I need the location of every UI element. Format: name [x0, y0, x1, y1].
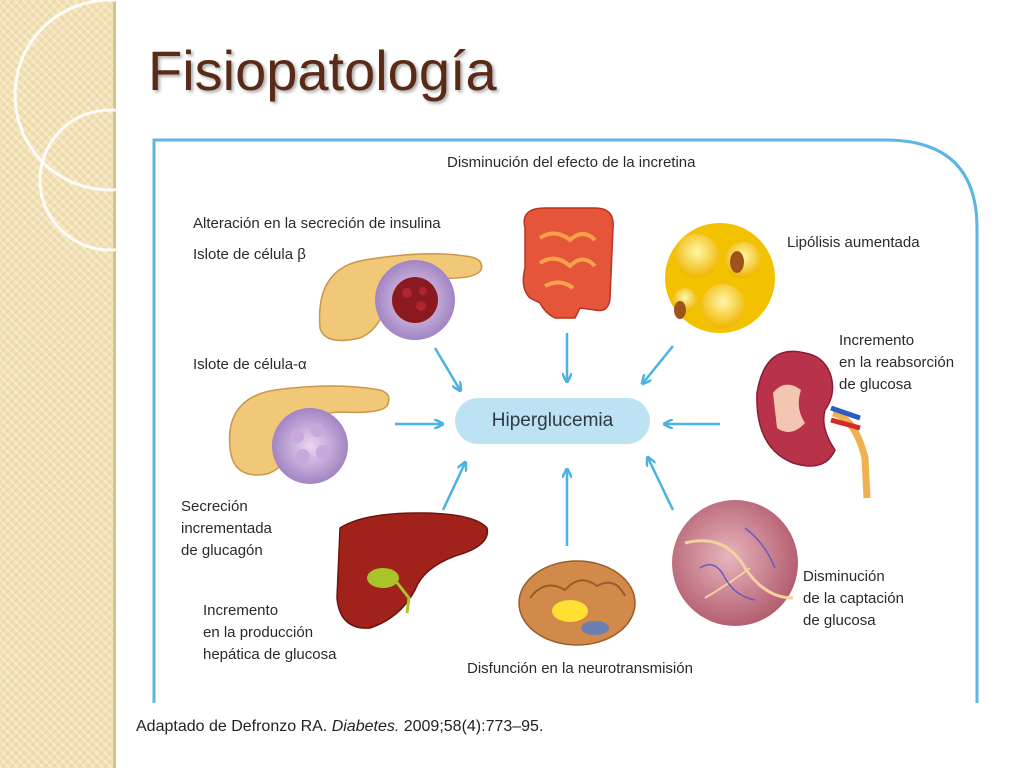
label-insulin-secretion: Alteración en la secreción de insulina: [193, 215, 441, 232]
label-neurotransmission: Disfunción en la neurotransmisión: [467, 660, 693, 677]
citation-suffix: 2009;58(4):773–95.: [399, 718, 544, 735]
pathophysiology-diagram: Hiperglucemia Disminución del efecto de …: [125, 128, 1015, 708]
citation-journal: Diabetes.: [331, 718, 400, 735]
label-glucagon: Secreción incrementada de glucagón: [181, 498, 272, 559]
citation-prefix: Adaptado de Defronzo RA.: [136, 718, 332, 735]
intestine-illustration: [522, 207, 614, 319]
label-beta-islet: Islote de célula β: [193, 246, 306, 263]
kidney-illustration: [756, 350, 871, 499]
label-hepatic: Incremento en la producción hepática de …: [203, 602, 337, 663]
pancreas-alpha-illustration: [228, 385, 390, 484]
muscle-tissue-illustration: [672, 500, 798, 626]
label-alpha-islet: Islote de célula-α: [193, 356, 307, 373]
arrow-top-right: [643, 345, 674, 383]
pancreas-beta-illustration: [318, 253, 483, 342]
liver-illustration: [336, 512, 489, 629]
arrow-top-left: [433, 347, 460, 390]
brain-illustration: [518, 560, 636, 646]
label-glucose-reabsorption: Incremento en la reabsorción de glucosa: [839, 332, 955, 393]
adipose-tissue-illustration: [665, 223, 775, 333]
label-incretin: Disminución del efecto de la incretina: [447, 154, 696, 171]
arrows-group: [395, 333, 720, 546]
label-lipolysis: Lipólisis aumentada: [787, 234, 920, 251]
arrow-bottom-left: [441, 463, 465, 511]
decorative-side-strip: [0, 0, 116, 768]
diagram-border: [152, 138, 979, 703]
arrow-bottom-right: [648, 458, 675, 511]
hyperglycemia-center: Hiperglucemia: [455, 398, 650, 444]
label-glucose-uptake: Disminución de la captación de glucosa: [803, 568, 904, 629]
citation: Adaptado de Defronzo RA. Diabetes. 2009;…: [136, 718, 543, 736]
slide-title: Fisiopatología: [148, 39, 497, 102]
